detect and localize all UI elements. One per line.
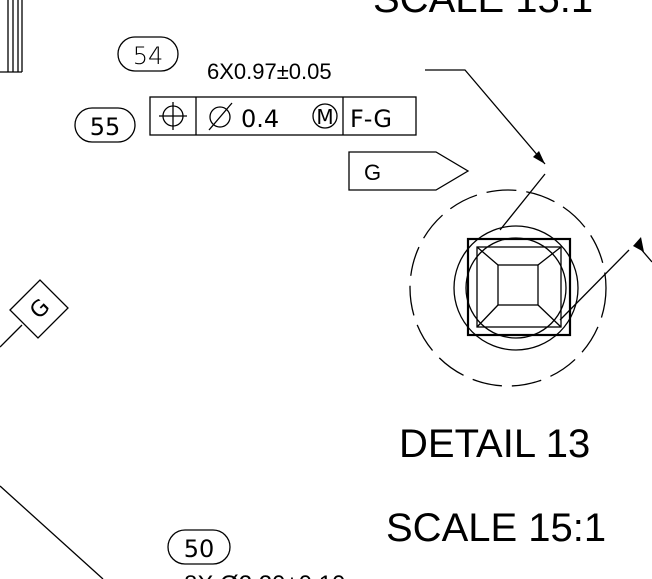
fcf-tolerance: 0.4 bbox=[241, 105, 279, 133]
fcf-datums: F-G bbox=[350, 105, 392, 133]
datum-tag-label: G bbox=[364, 160, 381, 185]
balloon-50-label: 50 bbox=[184, 535, 215, 563]
balloon-54: 54 bbox=[117, 36, 179, 72]
balloon-50: 50 bbox=[167, 529, 231, 565]
diameter-symbol-icon bbox=[208, 102, 233, 131]
datum-diamond: G bbox=[0, 279, 69, 348]
datum-g-tag: G bbox=[348, 151, 470, 191]
ext-line-a bbox=[499, 173, 546, 231]
ext-line-b bbox=[559, 249, 630, 321]
outer-hole-circle bbox=[453, 225, 579, 351]
balloon-54-label: 54 bbox=[133, 42, 164, 70]
hole-callout-top: 6X0.97±0.05 bbox=[207, 59, 332, 84]
socket-bottom bbox=[497, 264, 539, 306]
hex-socket-mid bbox=[476, 246, 562, 328]
detail-boundary-circle bbox=[409, 189, 607, 387]
position-symbol-icon bbox=[159, 102, 187, 130]
detail-scale: SCALE 15:1 bbox=[386, 506, 606, 550]
detail-title: DETAIL 13 bbox=[399, 422, 590, 466]
header-scale-text: SCALE 15:1 bbox=[373, 0, 593, 21]
datum-diamond-label: G bbox=[25, 294, 55, 324]
hex-socket-outer bbox=[466, 237, 572, 337]
diagonal-line bbox=[0, 485, 104, 579]
part-edge-fragment bbox=[0, 0, 23, 73]
balloon-55: 55 bbox=[74, 107, 136, 143]
feature-control-frame: 0.4 M F-G bbox=[149, 96, 417, 136]
detail-view bbox=[409, 173, 652, 387]
dim-arrow bbox=[633, 237, 644, 252]
mmc-modifier-icon: M bbox=[312, 103, 338, 129]
fcf-modifier: M bbox=[316, 105, 333, 129]
balloon-55-label: 55 bbox=[90, 113, 121, 141]
socket-chamfer-lines bbox=[476, 246, 562, 328]
callout-leader bbox=[425, 69, 546, 165]
hole-callout-bottom: 8X Ø2.20±0.10 bbox=[184, 571, 345, 579]
